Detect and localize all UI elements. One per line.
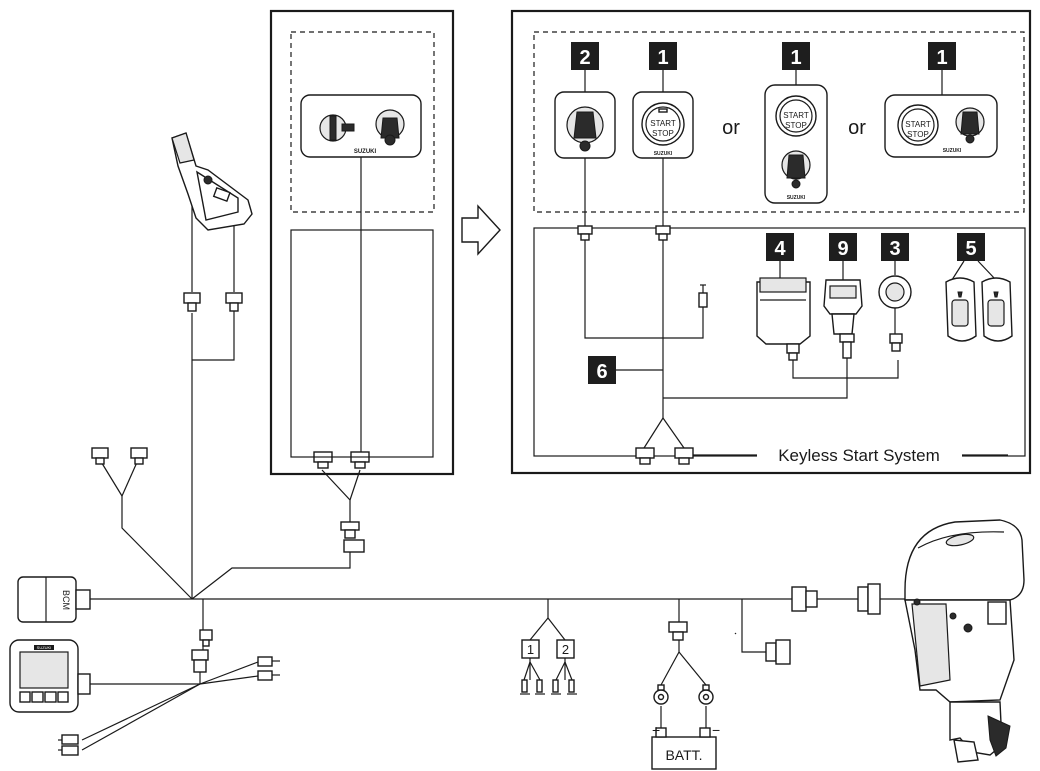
immobilizer-module [756,261,811,361]
key-switch-panel: SUZUKI [300,94,422,158]
harness-connectors [58,292,881,756]
arrow-icon [461,204,501,256]
svg-text:5: 5 [965,238,976,260]
horizontal-panel-brand: SUZUKI [943,148,962,154]
stop-label: STOP [652,129,674,138]
battery-minus-label: − [712,722,720,738]
conventional-panel-frame [269,9,455,476]
battery-plus-label: + [652,722,660,738]
badge-1-horizontal-panel: 1 [928,42,956,70]
start-label: START [650,119,676,128]
svg-text:1: 1 [657,47,668,69]
svg-text:1: 1 [936,47,947,69]
or-label-2: or [848,117,866,139]
junction-label-2: 2 [562,642,569,657]
svg-text:2: 2 [579,47,590,69]
badge-5-fob: 5 [957,233,985,261]
bcm-label: BCM [61,590,71,610]
main-harness [81,205,905,751]
svg-text:9: 9 [837,238,848,260]
vertical-start-label: START [783,111,809,120]
outboard-motor [904,519,1025,763]
ignition-switch [554,70,616,159]
gauge-brand: SUZUKI [37,645,52,650]
antenna-module [823,261,863,359]
battery-label: BATT. [665,747,702,763]
conventional-harness-area [290,229,434,458]
keyless-fobs [945,260,1013,342]
badge-9-antenna: 9 [829,233,857,261]
badge-6-harness: 6 [588,356,616,384]
svg-text:3: 3 [889,238,900,260]
start-stop-switch: START STOP SUZUKI [632,70,694,159]
badge-2-ignition: 2 [571,42,599,70]
key-switch-brand: SUZUKI [354,149,377,155]
keyless-buzzer [878,261,912,352]
vertical-start-stop-panel: START STOP SUZUKI [764,70,828,204]
or-label-1: or [722,117,740,139]
badge-1-start-stop: 1 [649,42,677,70]
keyless-harness [577,158,1008,465]
vertical-panel-brand: SUZUKI [787,195,806,201]
svg-text:1: 1 [790,47,801,69]
badge-4-immobilizer: 4 [766,233,794,261]
badge-3-buzzer: 3 [881,233,909,261]
battery: + − BATT. [651,684,720,770]
keyless-switch-area [533,31,1025,213]
start-stop-brand: SUZUKI [654,151,673,157]
bcm-module: BCM [17,576,91,623]
badge-1-vertical-panel: 1 [782,42,810,70]
junction-blocks: 1 2 [521,639,575,659]
multifunction-gauge: SUZUKI [9,639,91,713]
horizontal-start-label: START [905,120,931,129]
keyless-label-mask [757,444,962,466]
keyless-panel-frame [510,9,1032,475]
svg-text:6: 6 [596,361,607,383]
keyless-system-label: Keyless Start System [778,446,940,465]
svg-text:4: 4 [774,238,786,260]
horizontal-start-stop-panel: START STOP SUZUKI [884,70,998,158]
remote-control-box [171,132,253,231]
horizontal-stop-label: STOP [907,130,929,139]
vertical-stop-label: STOP [785,121,807,130]
junction-label-1: 1 [527,642,534,657]
